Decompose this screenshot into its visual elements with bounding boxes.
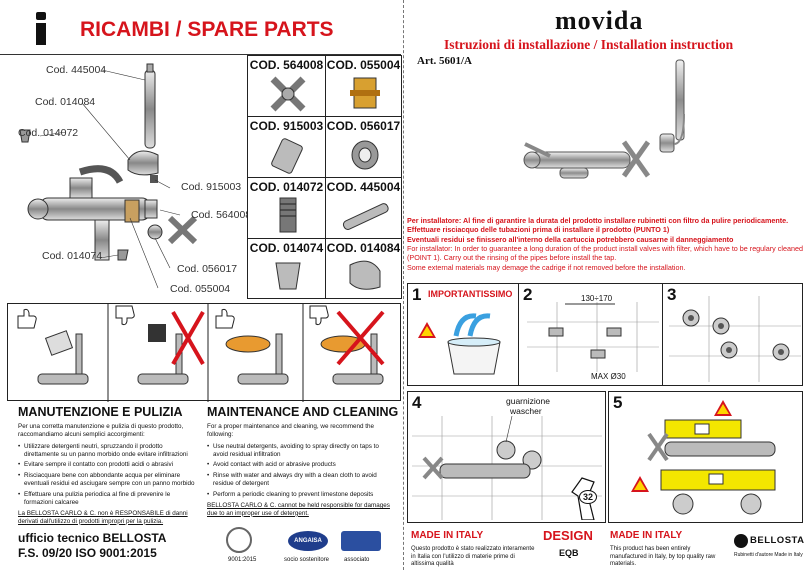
bellosta-tagline: Rubinetti d'autore Made in Italy [734, 552, 803, 558]
iso-label: F.S. 09/20 ISO 9001:2015 [18, 546, 157, 560]
made-in-italy-en-title: MADE IN ITALY [610, 530, 683, 541]
made-in-italy-en-text: This product has been entirely manufactu… [610, 546, 716, 567]
iso-cert-icon [226, 527, 252, 553]
note-en-line: For installator: In order to guarantee a… [407, 244, 803, 263]
maintenance-strip [7, 303, 401, 402]
part-cell: COD. 915003 [247, 116, 326, 178]
callout-014084: Cod. 014084 [35, 96, 96, 108]
maintenance-it-body: Per una corretta manutenzione e pulizia … [18, 423, 198, 525]
step-2-panel: 2 130÷170 MAX Ø30 [518, 283, 663, 386]
made-in-italy-it-text: Questo prodotto è stato realizzato inter… [411, 546, 535, 567]
cleaning-pictograms [17, 304, 385, 402]
part-cell: COD. 564008 [247, 55, 326, 117]
list-item: Perform a periodic cleaning to prevent l… [207, 491, 392, 499]
list-item: Use neutral detergents, avoiding to spra… [207, 443, 392, 459]
title-rule [0, 54, 401, 55]
install-subtitle: Istruzioni di installazione / Installati… [444, 37, 734, 52]
callout-915003: Cod. 915003 [181, 181, 242, 193]
part-cell: COD. 056017 [325, 116, 402, 178]
product-render [523, 59, 685, 179]
made-in-italy-it-title: MADE IN ITALY [411, 530, 484, 541]
warning-icon [631, 476, 649, 492]
gasket-label-it: guarnizione [506, 396, 550, 406]
bellosta-logo-icon [734, 534, 748, 548]
disclaimer-en: BELLOSTA CARLO & C. cannot be held respo… [207, 501, 390, 517]
info-icon [34, 12, 48, 46]
maintenance-it-title: MANUTENZIONE E PULIZIA [18, 405, 183, 419]
office-label: ufficio tecnico BELLOSTA [18, 531, 167, 545]
part-cell: COD. 445004 [325, 177, 402, 239]
design-brand: EQB [559, 548, 579, 558]
callout-014074: Cod. 014074 [42, 250, 103, 262]
list-item: Evitare sempre il contatto con prodotti … [18, 461, 198, 469]
bellosta-name: BELLOSTA [750, 535, 805, 546]
note-it-line: Effettuare risciacquo delle tubazioni pr… [407, 225, 670, 235]
article-code: Art. 5601/A [417, 55, 472, 67]
callout-564008: Cod. 564008 [191, 209, 252, 221]
fla-logo-icon [341, 531, 381, 551]
part-cell: COD. 055004 [325, 55, 402, 117]
warning-icon [714, 400, 732, 416]
maintenance-en-title: MAINTENANCE AND CLEANING [207, 405, 399, 419]
dim-bottom: MAX Ø30 [591, 372, 626, 381]
level-check-diagram [647, 419, 776, 515]
callout-056017: Cod. 056017 [177, 263, 238, 275]
wall-fittings-diagram [527, 302, 659, 372]
list-item: Effettuare una pulizia periodica al fine… [18, 491, 198, 507]
maintenance-en-body: For a proper maintenance and cleaning, w… [207, 423, 392, 518]
maintenance-en-list: Use neutral detergents, avoiding to spra… [207, 443, 392, 499]
exploded-view-diagram [19, 63, 198, 289]
disclaimer-it: La BELLOSTA CARLO & C. non è RESPONSABIL… [18, 509, 188, 525]
warning-icon [418, 322, 436, 338]
step-1-panel: 1 IMPORTANTISSIMO [407, 283, 519, 386]
wall-flanges-diagram [669, 296, 801, 382]
part-cell: COD. 014074 [247, 238, 326, 299]
step-5-panel: 5 [608, 391, 803, 523]
parts-grid: COD. 564008 COD. 055004 COD. 915003 COD.… [247, 55, 402, 299]
list-item: Utilizzare detergenti neutri, spruzzando… [18, 443, 198, 459]
callout-445004: Cod. 445004 [46, 64, 107, 76]
note-it-line: Eventuali residui se finissero all'inter… [407, 234, 734, 244]
list-item: Rinse with water and always dry with a c… [207, 472, 392, 488]
mount-mixer-diagram [412, 416, 602, 520]
wrench-size: 32 [579, 490, 598, 504]
certification-logos: ANGAISA 9001:2015 socio sostenitore asso… [226, 527, 396, 567]
step-4-panel: 4 guarnizione wascher 32 [407, 391, 606, 523]
callout-055004: Cod. 055004 [170, 283, 231, 295]
part-cell: COD. 014072 [247, 177, 326, 239]
installer-notes: Per installatore: Al fine di garantire l… [407, 216, 803, 272]
step-1-label: IMPORTANTISSIMO [428, 289, 513, 299]
list-item: Avoid contact with acid or abrasive prod… [207, 461, 392, 469]
note-it-line: Per installatore: Al fine di garantire l… [407, 216, 789, 225]
callout-014072: Cod. 014072 [18, 127, 79, 139]
maintenance-it-list: Utilizzare detergenti neutri, spruzzando… [18, 443, 198, 507]
gasket-label-en: wascher [510, 406, 542, 416]
step-3-panel: 3 [662, 283, 803, 386]
angaisa-badge: ANGAISA [288, 531, 328, 551]
design-label: DESIGN [543, 528, 593, 543]
dim-top: 130÷170 [581, 294, 613, 303]
list-item: Risciacquare bene con abbondante acqua p… [18, 472, 198, 488]
note-en-line: Some external materials may demage the c… [407, 262, 686, 272]
brand-logo: movida [555, 6, 644, 35]
part-cell: COD. 014084 [325, 238, 402, 299]
fold-line [403, 0, 404, 570]
spare-parts-title: RICAMBI / SPARE PARTS [80, 18, 334, 41]
bucket-flush-icon [447, 313, 501, 375]
